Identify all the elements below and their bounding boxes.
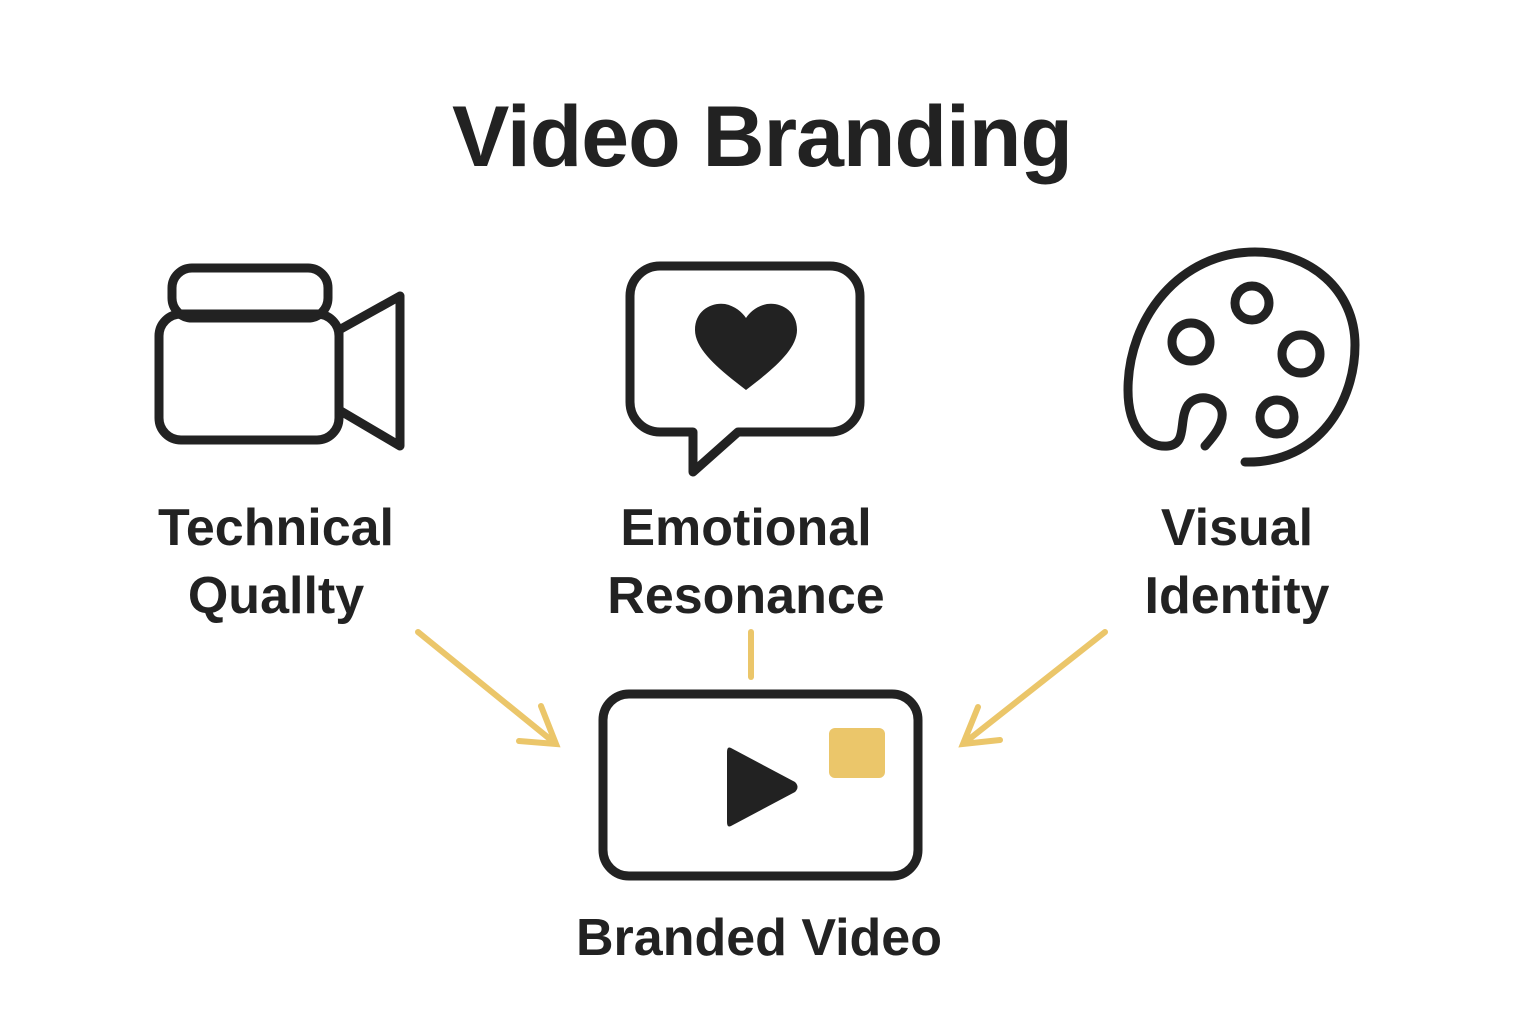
play-icon [727,747,798,827]
result-label: Branded Video [575,909,942,967]
arrow-visual [958,629,1108,748]
node-label-line2: Identity [1144,567,1330,625]
node-label-line1: Emotional [620,499,872,557]
node-label-line1: Visual [1160,499,1314,557]
heart-speech-bubble-icon [625,261,865,477]
heart-icon [695,303,797,390]
video-camera-icon [154,263,405,451]
brand-badge-icon [829,728,885,778]
node-label-line2: Resonance [607,567,885,625]
node-emotional-resonance: Emotional Resonance [546,494,946,630]
diagram-title: Video Branding [452,89,1073,185]
node-label-line1: Technical [157,499,394,557]
node-technical-quality: Technical Quallty [76,494,476,630]
arrow-technical [415,629,561,748]
node-label-line2: Quallty [187,567,365,625]
video-player-icon [598,689,923,881]
paint-palette-icon [1123,247,1360,467]
node-visual-identity: Visual Identity [1037,494,1437,630]
